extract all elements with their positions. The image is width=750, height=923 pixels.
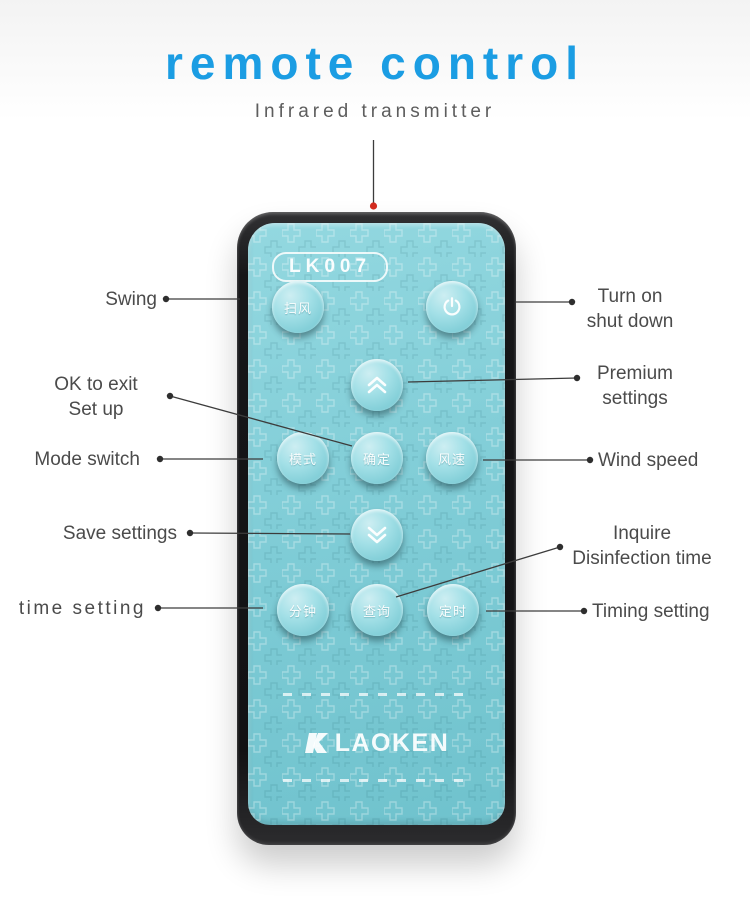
time-setting-label: time setting: [18, 598, 146, 619]
inquire-button-label: 查询: [362, 603, 391, 619]
infrared-emitter-dot: [369, 202, 378, 210]
inquire-disinfection-time-label: Inquire Disinfection time: [572, 523, 712, 569]
model-badge: LK007: [272, 252, 389, 282]
ok-pointer-dot: [166, 392, 174, 400]
swing-button-label: 扫风: [283, 300, 312, 316]
wind-speed-button[interactable]: 风速: [426, 432, 478, 484]
dash-separator-bottom: [282, 779, 471, 782]
page-title: remote control: [164, 37, 586, 89]
up-button[interactable]: [351, 359, 403, 411]
power-button[interactable]: [426, 281, 478, 333]
mode-pointer-dot: [156, 455, 164, 463]
turn-on-shut-down-label: Turn on shut down: [586, 286, 674, 332]
premium-pointer-dot: [573, 374, 581, 382]
wind-speed-button-label: 风速: [437, 451, 466, 467]
wind-speed-pointer-dot: [586, 456, 594, 464]
power-pointer-dot: [568, 298, 576, 306]
mode-button[interactable]: 模式: [277, 432, 329, 484]
infrared-transmitter-label: Infrared transmitter: [254, 101, 496, 122]
minute-button[interactable]: 分钟: [277, 584, 329, 636]
remote-face: LK007 扫风: [248, 223, 505, 825]
mode-button-label: 模式: [288, 451, 317, 467]
time-setting-pointer-dot: [154, 604, 162, 612]
swing-label: Swing: [105, 289, 157, 310]
ok-button[interactable]: 确定: [351, 432, 403, 484]
inquire-pointer-dot: [556, 543, 564, 551]
timing-pointer-dot: [580, 607, 588, 615]
power-icon: [441, 296, 463, 318]
mode-switch-label: Mode switch: [34, 449, 140, 470]
timing-button[interactable]: 定时: [427, 584, 479, 636]
minute-button-label: 分钟: [288, 603, 317, 619]
swing-pointer-dot: [162, 295, 170, 303]
timing-button-label: 定时: [438, 603, 467, 619]
inquire-button[interactable]: 查询: [351, 584, 403, 636]
laoken-logo: LAOKEN: [248, 729, 505, 758]
chevron-down-icon: [364, 524, 390, 546]
wind-speed-label: Wind speed: [598, 450, 699, 471]
swing-button[interactable]: 扫风: [272, 281, 324, 333]
dash-separator-top: [282, 693, 471, 696]
save-settings-label: Save settings: [62, 523, 177, 544]
remote-control-body: LK007 扫风: [237, 212, 516, 845]
timing-setting-label: Timing setting: [592, 601, 710, 622]
save-pointer-dot: [186, 529, 194, 537]
laoken-logo-mark: [304, 733, 328, 753]
premium-settings-label: Premium settings: [596, 363, 673, 409]
laoken-logo-text: LAOKEN: [334, 729, 450, 757]
down-button[interactable]: [351, 509, 403, 561]
chevron-up-icon: [364, 374, 390, 396]
ok-to-exit-label: OK to exit Set up: [54, 374, 138, 420]
ok-button-label: 确定: [362, 451, 391, 467]
